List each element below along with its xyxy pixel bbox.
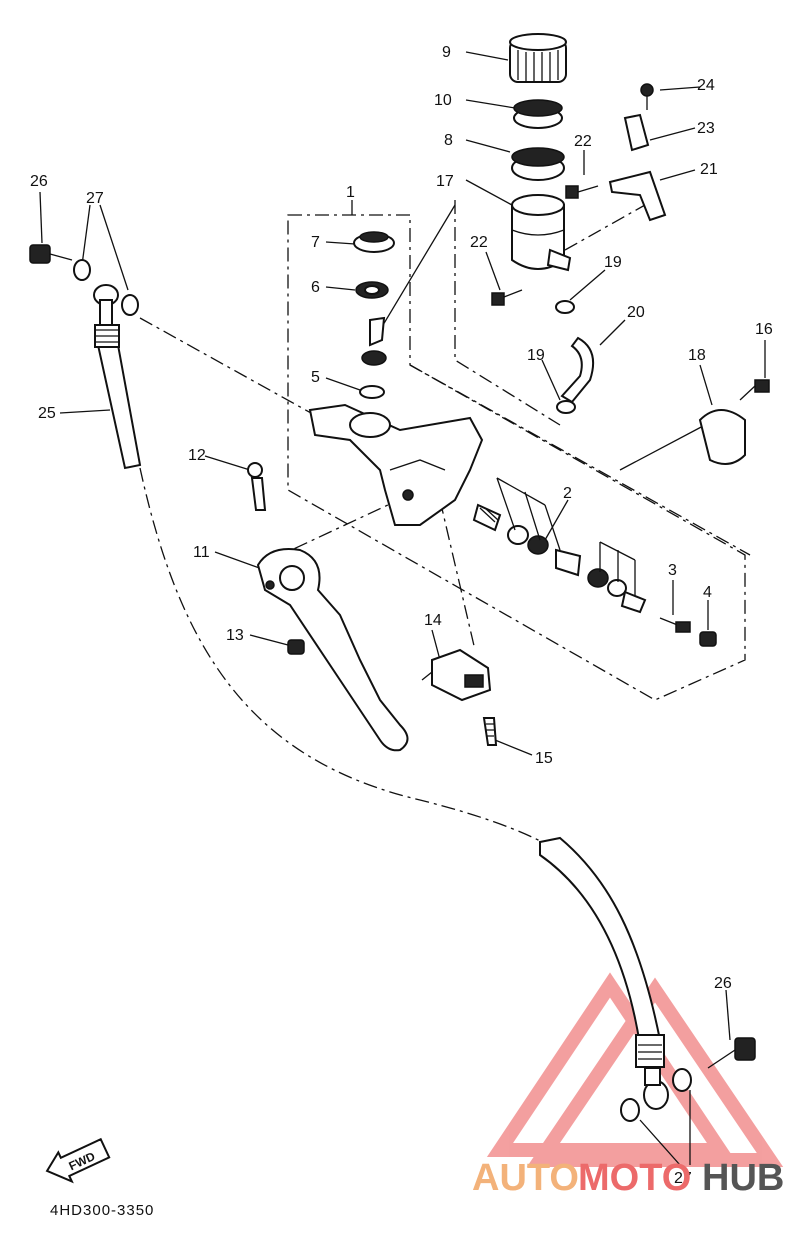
watermark-hub: HUB bbox=[702, 1157, 784, 1199]
part-code: 4HD300-3350 bbox=[50, 1202, 154, 1219]
label-27-lower: 27 bbox=[674, 1170, 692, 1187]
washer-27-upper-a bbox=[73, 259, 91, 281]
watermark-auto: AUTO bbox=[472, 1157, 579, 1199]
washer-27-lower-b bbox=[672, 1068, 692, 1092]
label-5: 5 bbox=[311, 369, 320, 386]
label-18: 18 bbox=[688, 347, 706, 364]
callout-labels: 9 10 8 17 1 7 6 5 22 22 24 23 21 19 20 1… bbox=[30, 44, 773, 1187]
label-24: 24 bbox=[697, 77, 715, 94]
brake-switch-14 bbox=[421, 648, 492, 702]
leader-lines bbox=[39, 51, 766, 1166]
label-27-upper: 27 bbox=[86, 190, 104, 207]
cap-7 bbox=[353, 231, 395, 253]
push-rod-3 bbox=[659, 617, 691, 633]
label-25: 25 bbox=[38, 405, 56, 422]
assembly-outline-inner bbox=[409, 364, 751, 556]
brake-hose-routing bbox=[139, 467, 549, 846]
screw-22-upper bbox=[565, 185, 599, 199]
label-7: 7 bbox=[311, 234, 320, 251]
washer-27-upper-b bbox=[121, 294, 139, 316]
label-1: 1 bbox=[346, 184, 355, 201]
piston-kit-2 bbox=[472, 477, 647, 614]
label-13: 13 bbox=[226, 627, 244, 644]
union-bolt-26-lower bbox=[707, 1037, 756, 1069]
reservoir-cap-9 bbox=[509, 33, 567, 83]
watermark-logo: AUTO MOTO HUB bbox=[472, 1157, 784, 1199]
label-23: 23 bbox=[697, 120, 715, 137]
label-26-lower: 26 bbox=[714, 975, 732, 992]
bolt-16 bbox=[739, 379, 770, 401]
label-10: 10 bbox=[434, 92, 452, 109]
grommet-6 bbox=[355, 281, 389, 299]
label-2: 2 bbox=[563, 485, 572, 502]
label-20: 20 bbox=[627, 304, 645, 321]
label-15: 15 bbox=[535, 750, 553, 767]
boot-4 bbox=[699, 631, 717, 647]
label-6: 6 bbox=[311, 279, 320, 296]
fwd-arrow-icon: FWD bbox=[45, 1137, 111, 1184]
reservoir-17 bbox=[511, 194, 572, 272]
watermark-moto: MOTO bbox=[578, 1157, 691, 1199]
washer-27-lower-a bbox=[620, 1098, 640, 1122]
brake-lever-11 bbox=[256, 548, 409, 752]
label-22-lower: 22 bbox=[470, 234, 488, 251]
label-14: 14 bbox=[424, 612, 442, 629]
banjo-fitting-lower bbox=[635, 1034, 669, 1110]
label-19-lower: 19 bbox=[527, 347, 545, 364]
screw-15 bbox=[482, 717, 498, 746]
label-12: 12 bbox=[188, 447, 206, 464]
assembly-outline-1 bbox=[287, 214, 746, 701]
label-8: 8 bbox=[444, 132, 453, 149]
label-17: 17 bbox=[436, 173, 454, 190]
o-ring-5 bbox=[359, 385, 385, 399]
brake-hose-lower bbox=[539, 836, 662, 1047]
label-26-upper: 26 bbox=[30, 173, 48, 190]
brake-hose-25-upper bbox=[93, 284, 142, 470]
label-9: 9 bbox=[442, 44, 451, 61]
lever-bolt-12 bbox=[247, 462, 267, 511]
diaphragm-holder-10 bbox=[513, 99, 563, 129]
dash-line-pin bbox=[439, 499, 476, 651]
label-3: 3 bbox=[668, 562, 677, 579]
label-4: 4 bbox=[703, 584, 712, 601]
hose-fitting bbox=[361, 316, 387, 366]
union-bolt-26-upper bbox=[29, 244, 73, 264]
label-11: 11 bbox=[193, 544, 210, 561]
dash-line-bracket bbox=[564, 204, 646, 251]
diaphragm-8 bbox=[511, 147, 565, 181]
reservoir-hose-20 bbox=[560, 336, 594, 404]
label-21: 21 bbox=[700, 161, 718, 178]
holder-18 bbox=[698, 409, 746, 465]
hose-clip-19-lower bbox=[556, 400, 576, 414]
bracket-21-23 bbox=[608, 83, 667, 222]
dash-line-banjo bbox=[139, 317, 321, 419]
label-16: 16 bbox=[755, 321, 773, 338]
hose-clip-19-upper bbox=[555, 300, 575, 314]
nut-13 bbox=[287, 639, 305, 655]
screw-22-lower bbox=[491, 289, 523, 306]
label-22-upper: 22 bbox=[574, 133, 592, 150]
master-cylinder-body bbox=[308, 403, 484, 526]
label-19-upper: 19 bbox=[604, 254, 622, 271]
